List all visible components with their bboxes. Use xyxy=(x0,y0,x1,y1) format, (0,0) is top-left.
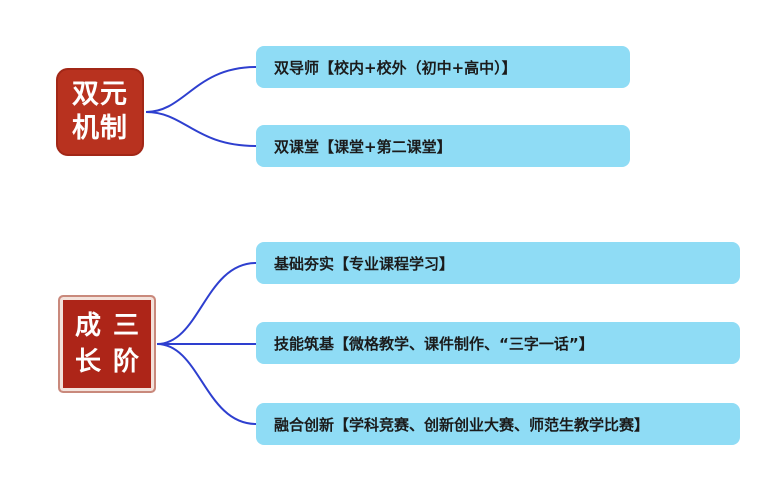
seal-char: 成 xyxy=(74,311,101,341)
seal-dual-mechanism: 双元 机制 xyxy=(56,68,144,156)
topic-node: 双课堂【课堂+第二课堂】 xyxy=(256,125,630,167)
topic-node-label: 双导师【校内+校外（初中+高中）】 xyxy=(274,58,517,77)
seal-three-stage-growth: 三 阶 成 长 xyxy=(60,297,154,391)
connector-branch xyxy=(145,66,257,113)
topic-node-label: 基础夯实【专业课程学习】 xyxy=(274,254,455,273)
connector-branch xyxy=(156,343,257,425)
seal-char: 阶 xyxy=(112,347,139,377)
topic-node: 技能筑基【微格教学、课件制作、“三字一话”】 xyxy=(256,322,740,364)
connector-branch xyxy=(145,111,257,147)
topic-node-label: 技能筑基【微格教学、课件制作、“三字一话”】 xyxy=(274,334,594,353)
seal-char: 三 xyxy=(112,311,139,341)
seal-text-line: 双元 xyxy=(72,79,128,110)
topic-node-label: 双课堂【课堂+第二课堂】 xyxy=(274,137,452,156)
topic-node: 融合创新【学科竞赛、创新创业大赛、师范生教学比赛】 xyxy=(256,403,740,445)
topic-node: 双导师【校内+校外（初中+高中）】 xyxy=(256,46,630,88)
topic-node: 基础夯实【专业课程学习】 xyxy=(256,242,740,284)
connector-branch xyxy=(156,262,257,345)
seal-char: 长 xyxy=(74,347,101,377)
seal-text-line: 机制 xyxy=(72,113,128,144)
topic-node-label: 融合创新【学科竞赛、创新创业大赛、师范生教学比赛】 xyxy=(274,415,650,434)
